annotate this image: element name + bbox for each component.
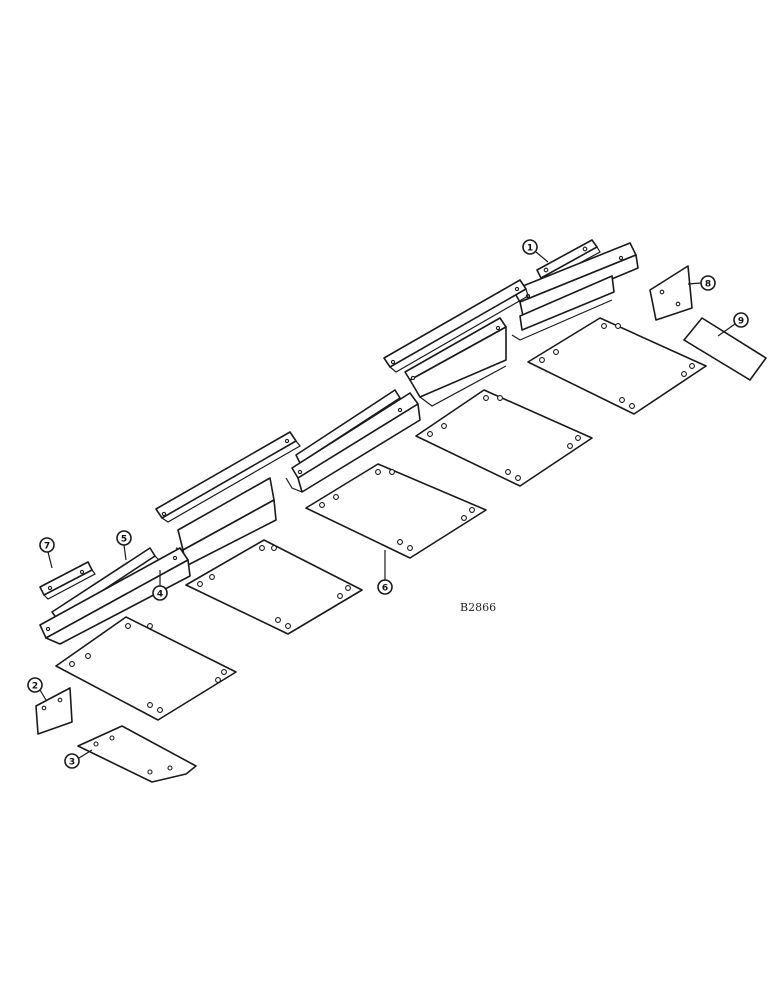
angle-rail-upper-middle [383, 279, 529, 373]
callout-5-label: 5 [121, 535, 127, 545]
end-bracket-8 [649, 265, 693, 321]
callout-7: 7 [39, 537, 55, 569]
callout-2-label: 2 [32, 682, 38, 692]
callout-9-label: 9 [738, 317, 744, 327]
floor-plate-1 [55, 616, 237, 721]
floor-plate-2 [185, 539, 363, 635]
angle-rail-lower-left-wide [39, 547, 191, 645]
angle-rail-left-upper [155, 431, 301, 523]
callout-2: 2 [27, 677, 47, 701]
callout-8-label: 8 [705, 280, 711, 290]
callout-3-label: 3 [69, 758, 75, 768]
floor-plate-3 [305, 463, 487, 559]
callout-1: 1 [522, 239, 549, 263]
callout-9: 9 [717, 312, 749, 337]
callout-7-label: 7 [44, 542, 50, 552]
callout-3: 3 [64, 749, 93, 769]
floor-plate-5 [527, 317, 707, 415]
callout-1-label: 1 [527, 244, 533, 254]
end-bracket-2 [35, 687, 73, 735]
angle-rail-upper-middle-lower [404, 317, 507, 407]
callout-6: 6 [377, 550, 393, 595]
callout-4: 4 [152, 570, 168, 601]
drawing-number: B2866 [460, 601, 496, 614]
end-plate-9 [683, 317, 767, 381]
floor-plate-4 [415, 389, 593, 487]
angle-rail-middle [285, 392, 421, 493]
callout-8: 8 [687, 275, 716, 291]
callout-5: 5 [116, 530, 132, 561]
callout-4-label: 4 [157, 590, 163, 600]
callout-6-label: 6 [382, 584, 388, 594]
strap-lower-left-short [39, 561, 96, 600]
angle-rail-upper-right [511, 242, 639, 341]
end-plate-3 [77, 725, 197, 783]
